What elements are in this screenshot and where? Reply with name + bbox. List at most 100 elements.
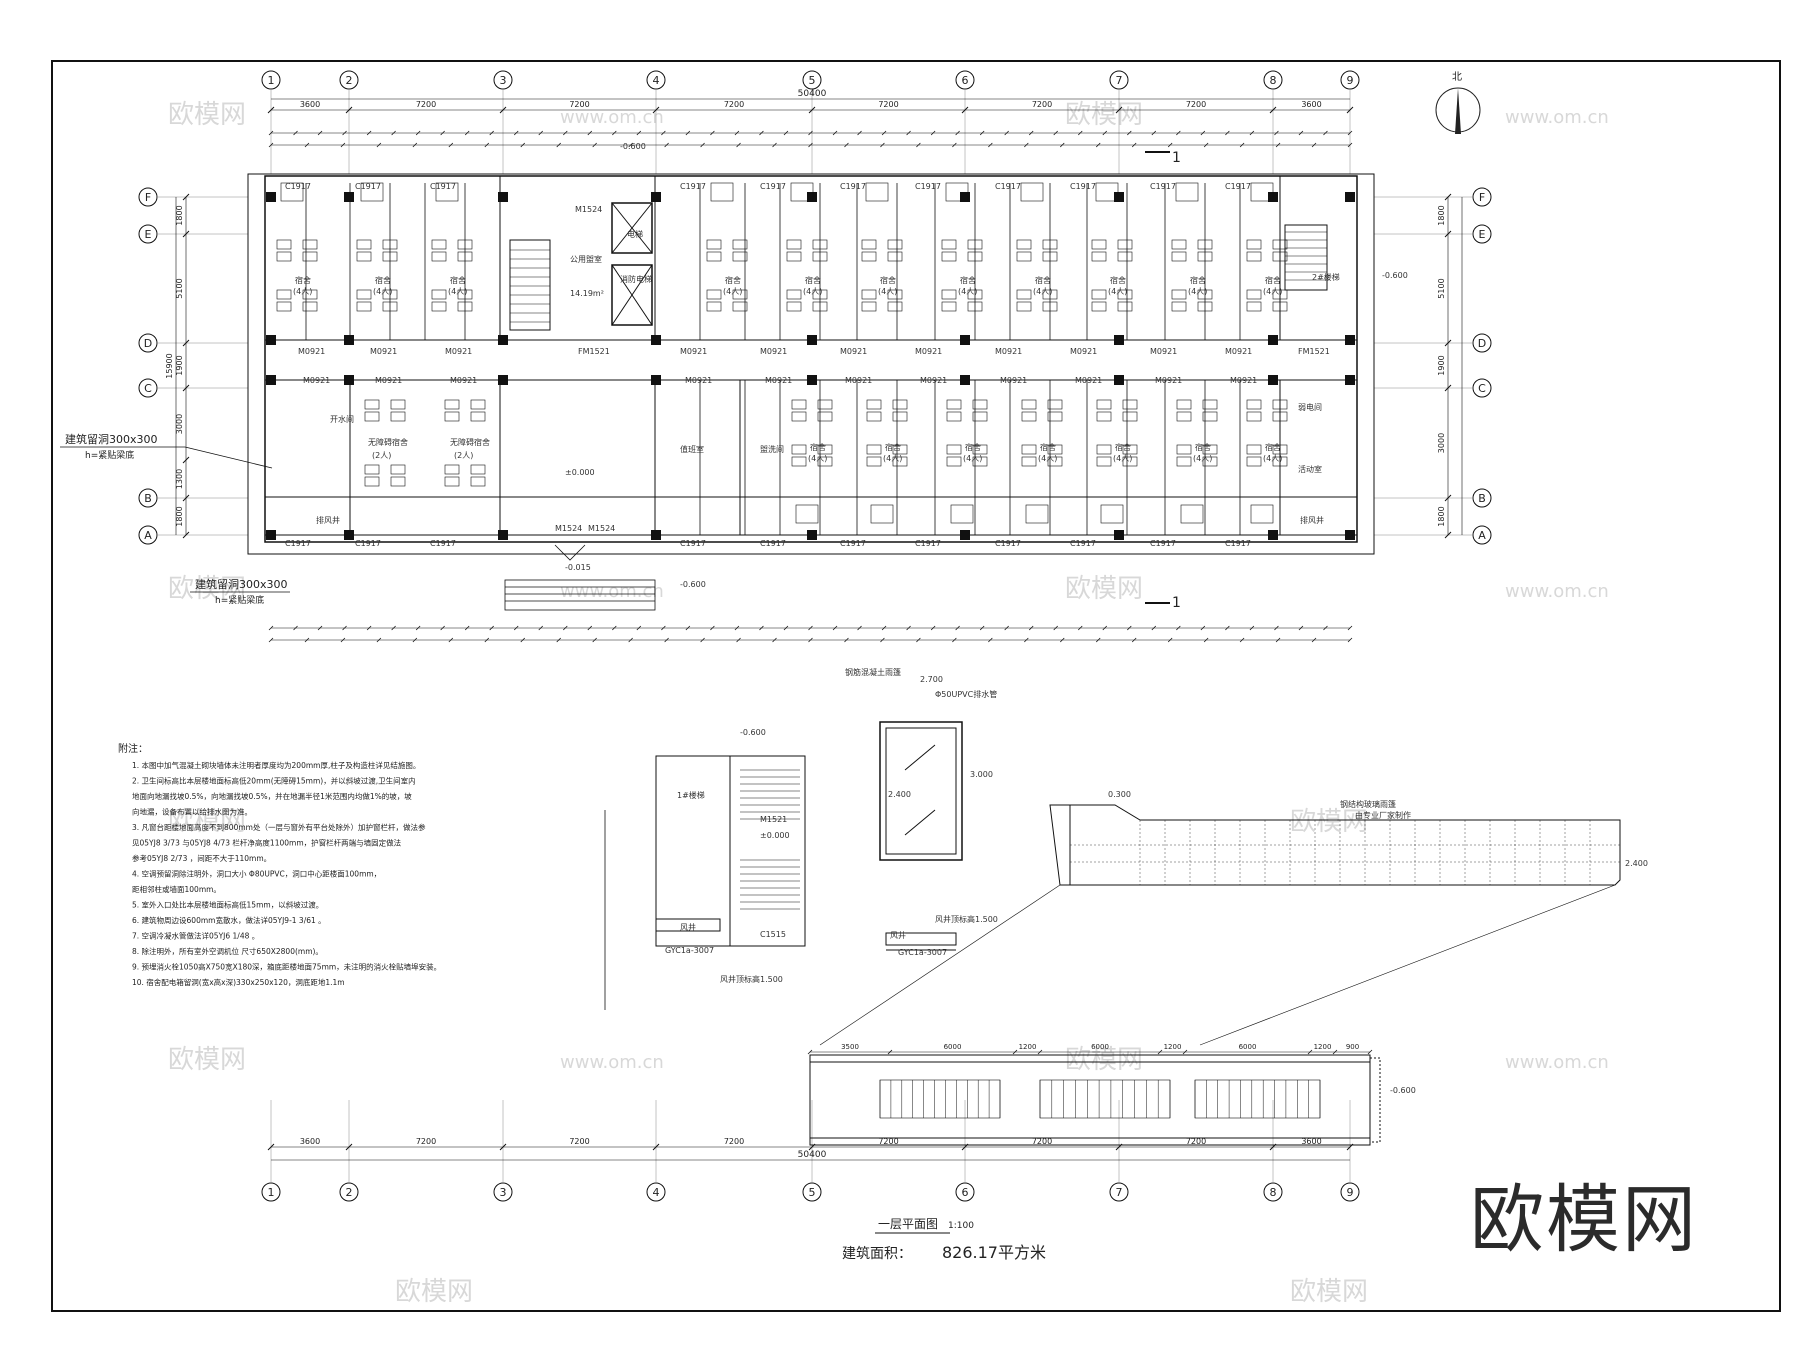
bed [1246, 456, 1262, 467]
bed [1016, 289, 1032, 300]
bed [861, 301, 877, 312]
bed [1171, 251, 1187, 262]
section-marker-label-bottom: 1 [1172, 595, 1181, 611]
window-tag: C1917 [1150, 539, 1176, 548]
fire-elevator-label: 消防电梯 [620, 274, 652, 284]
dim-tick [464, 625, 470, 631]
bed [786, 251, 802, 262]
bed [382, 251, 398, 262]
dim-tick [930, 130, 936, 136]
dim-tick [556, 142, 562, 148]
general-notes: 附注： 1. 本图中加气混凝土砌块墙体未注明者厚度均为200mm厚,柱子及构造柱… [118, 742, 441, 987]
column [1268, 530, 1278, 540]
bed [390, 399, 406, 410]
dim-tick [538, 130, 544, 136]
watermark-text: 欧模网 [1065, 100, 1143, 130]
bed [1091, 239, 1107, 250]
dim-tick [1444, 230, 1452, 238]
room-labels: 宿舍(4人)宿舍(4人)宿舍(4人)宿舍(4人)宿舍(4人)宿舍(4人)宿舍(4… [293, 275, 1282, 463]
bed [732, 239, 748, 250]
dim-tick [182, 456, 190, 464]
dim-tick [268, 142, 274, 148]
note-line: 7. 空调冷凝水管做法详05YJ6 1/48 。 [132, 931, 259, 941]
bed [1202, 456, 1218, 467]
door-tag: FM1521 [578, 347, 610, 356]
bed [706, 239, 722, 250]
axis-label: 9 [1347, 74, 1354, 87]
dim-tick [1274, 130, 1279, 136]
dim-tick [1311, 637, 1317, 643]
stair-detail-plan [604, 755, 806, 1010]
accessible-dorm-label: 无障碍宿舍 [368, 437, 408, 447]
bed [1202, 444, 1218, 455]
dim-tick [1102, 130, 1108, 136]
dim-tick [1053, 130, 1059, 136]
dim-tick [376, 142, 382, 148]
window-tag: C1917 [915, 182, 941, 191]
window-tag: C1917 [355, 539, 381, 548]
dim-tick [1200, 130, 1206, 136]
dorm-label: 宿舍 [810, 442, 826, 452]
dim-tick [930, 625, 936, 631]
dim-tick [664, 142, 669, 148]
outdoor-elevation: -0.600 [680, 580, 706, 589]
axis-label: C [144, 382, 152, 395]
dorm-capacity: (4人) [1108, 287, 1127, 296]
dim-tick [759, 625, 764, 631]
stair-run [879, 1079, 1001, 1119]
bed [276, 301, 292, 312]
bathroom [865, 182, 889, 202]
dim-tick [880, 637, 885, 643]
door-tag: M0921 [450, 376, 477, 385]
note-line: 2. 卫生间标高比本层楼地面标高低20mm(无障碍15mm)，并以斜坡过渡,卫生… [132, 776, 416, 786]
entry-elevation: -0.015 [565, 563, 591, 572]
dim-tick [772, 142, 777, 148]
dim-tick [484, 142, 490, 148]
note-line: 向地漏，设备布置以给排水图为准。 [132, 807, 252, 817]
dim-tick [736, 142, 741, 148]
column [960, 192, 970, 202]
dim-tick [1298, 625, 1304, 631]
dorm-capacity: (4人) [1113, 454, 1132, 463]
dim-tick [1367, 1049, 1373, 1055]
dim-tick [1347, 625, 1353, 631]
dim-text: 7200 [1186, 1137, 1206, 1146]
dim-tick [412, 637, 418, 643]
dorm-label: 宿舍 [450, 275, 466, 285]
door-tag: M1524 [555, 524, 582, 533]
roof-detail-elev: 2.700 [920, 675, 943, 684]
dim-tick [513, 625, 519, 631]
window-tag: C1917 [995, 539, 1021, 548]
dim-tick [268, 625, 274, 631]
bed [382, 239, 398, 250]
window-tag: C1917 [355, 182, 381, 191]
dim-tick [1102, 625, 1108, 631]
dim-tick [1028, 130, 1034, 136]
bed [972, 399, 988, 410]
dim-tick [612, 130, 617, 136]
bathroom [280, 182, 304, 202]
door-tag: M0921 [1230, 376, 1257, 385]
bed [390, 411, 406, 422]
bed [967, 289, 983, 300]
window-tag: C1917 [840, 182, 866, 191]
opening-annotation: 建筑留洞300x300 h=紧贴梁底 建筑留洞300x300 h=紧贴梁底 [60, 432, 290, 606]
bed [817, 444, 833, 455]
dim-tick [1127, 625, 1132, 631]
dim-tick [1269, 106, 1277, 114]
bed [390, 476, 406, 487]
dorm-capacity: (4人) [958, 287, 977, 296]
watermark-url: www.om.cn [1505, 1052, 1609, 1073]
dim-tick [1347, 637, 1353, 643]
column [1345, 530, 1355, 540]
dim-tick [448, 637, 454, 643]
dim-tick [1182, 1049, 1188, 1055]
dim-tick [1077, 625, 1083, 631]
section-marker [1145, 151, 1170, 604]
watermark-url: www.om.cn [1505, 107, 1609, 128]
laundry-label: 盥洗间 [760, 444, 784, 454]
bathroom [950, 504, 974, 524]
bed [786, 289, 802, 300]
